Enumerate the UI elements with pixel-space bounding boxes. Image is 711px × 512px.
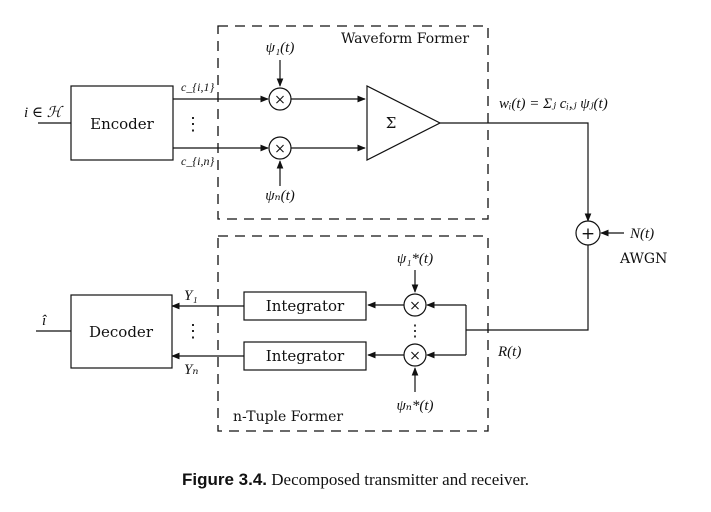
integrator-bottom	[243, 341, 367, 371]
psi-1-label: ψ₁(t)	[266, 40, 295, 56]
tx-dots: ⋮	[184, 114, 202, 135]
integrator-top	[243, 291, 367, 321]
multiplier-1-symbol: ×	[274, 92, 286, 108]
yn-label: Yₙ	[184, 362, 198, 378]
noise-label: N(t)	[629, 226, 654, 242]
noise-adder-symbol: +	[581, 224, 595, 244]
waveform-line	[440, 122, 592, 222]
psi-conj-n-label: ψₙ*(t)	[396, 398, 433, 414]
cn-label: c_{i,n}	[181, 154, 214, 168]
ntuple-former-region	[217, 235, 489, 432]
received-line	[466, 245, 589, 331]
output-label: î	[42, 313, 47, 329]
integrator-bottom-label: Integrator	[266, 347, 345, 365]
figure-caption: Figure 3.4. Decomposed transmitter and r…	[0, 470, 711, 490]
rx-multiplier-n-symbol: ×	[409, 348, 421, 364]
encoder-label: Encoder	[90, 115, 155, 133]
summer-block	[366, 85, 442, 161]
decoder-label: Decoder	[89, 323, 154, 341]
rx-dots: ⋮	[184, 321, 202, 342]
waveform-former-label: Waveform Former	[341, 31, 469, 47]
y1-label: Y₁	[184, 288, 198, 304]
integrator-top-label: Integrator	[266, 297, 345, 315]
psi-conj-1-label: ψ₁*(t)	[397, 251, 433, 267]
c1-label: c_{i,1}	[181, 80, 214, 94]
rx-multiplier-1-symbol: ×	[409, 298, 421, 314]
ntuple-former-label: n-Tuple Former	[233, 409, 343, 425]
psi-n-label: ψₙ(t)	[265, 188, 295, 204]
multiplier-n-symbol: ×	[274, 141, 286, 157]
encoder-block	[70, 85, 174, 161]
rx-mult-dots: ⋮	[407, 321, 423, 340]
decoder-block	[70, 294, 173, 369]
input-label: i ∈ ℋ	[24, 105, 64, 121]
summer-symbol: Σ	[386, 114, 397, 132]
received-label: R(t)	[497, 344, 521, 360]
figure-number: Figure 3.4.	[181, 470, 268, 489]
waveform-label: wᵢ(t) = Σⱼ cᵢ,ⱼ ψⱼ(t)	[499, 96, 608, 112]
noise-type-label: AWGN	[619, 251, 667, 267]
figure-caption-text: Decomposed transmitter and receiver.	[271, 470, 529, 489]
